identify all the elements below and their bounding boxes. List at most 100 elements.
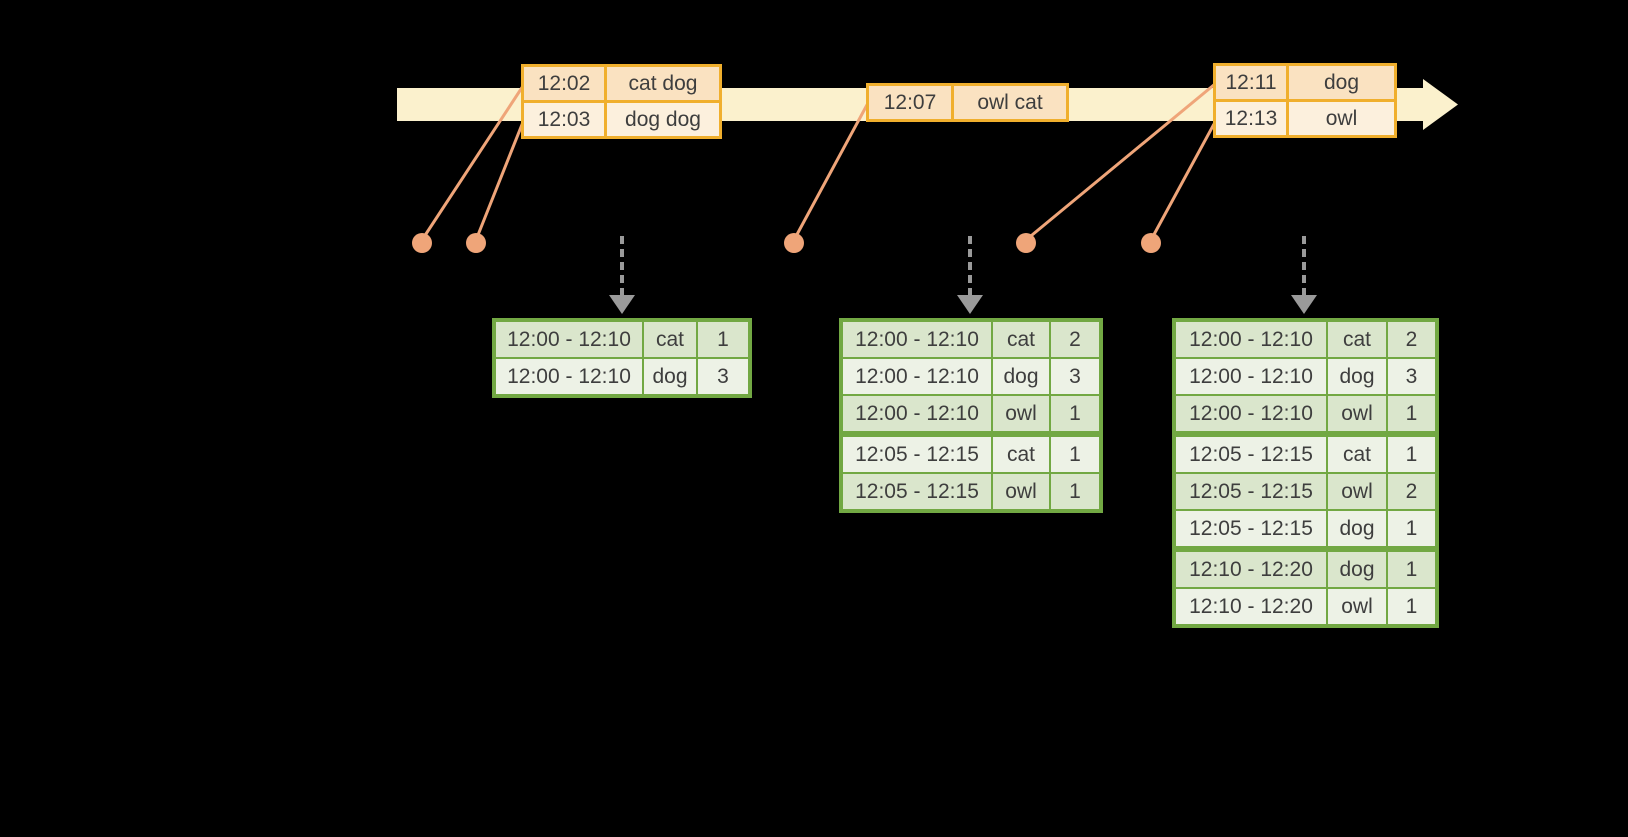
event-row: 12:13 owl	[1213, 99, 1397, 138]
event-connector-line	[474, 121, 525, 241]
event-row: 12:11 dog	[1213, 63, 1397, 102]
window-cell: 12:00 - 12:10	[840, 357, 993, 396]
count-cell: 1	[1386, 431, 1438, 474]
count-cell: 1	[1386, 546, 1438, 589]
word-cell: dog	[1326, 546, 1388, 589]
trigger-arrow-shaft	[1302, 236, 1306, 296]
count-cell: 1	[1386, 394, 1438, 435]
trigger-arrow-shaft	[968, 236, 972, 296]
event-time-cell: 12:07	[866, 83, 954, 122]
window-cell: 12:00 - 12:10	[493, 357, 644, 397]
word-cell: dog	[1326, 357, 1388, 396]
trigger-arrow-shaft	[620, 236, 624, 296]
window-cell: 12:00 - 12:10	[840, 394, 993, 435]
event-time-cell: 12:02	[521, 64, 607, 103]
event-connector-line	[420, 85, 525, 241]
event-dot	[1141, 233, 1161, 253]
event-table: 12:11 dog 12:13 owl	[1213, 63, 1397, 138]
result-row: 12:10 - 12:20 dog 1	[1173, 546, 1438, 589]
count-cell: 2	[1049, 319, 1102, 359]
event-time-cell: 12:03	[521, 100, 607, 139]
event-dot	[1016, 233, 1036, 253]
trigger-arrow-icon	[1290, 236, 1318, 314]
result-row: 12:05 - 12:15 owl 1	[840, 472, 1102, 512]
trigger-arrowhead-icon	[609, 295, 635, 314]
event-time-cell: 12:11	[1213, 63, 1289, 102]
word-cell: owl	[1326, 587, 1388, 627]
result-row: 12:00 - 12:10 dog 3	[1173, 357, 1438, 396]
window-cell: 12:00 - 12:10	[1173, 394, 1328, 435]
event-words-cell: dog dog	[604, 100, 722, 139]
result-row: 12:00 - 12:10 owl 1	[840, 394, 1102, 435]
window-cell: 12:10 - 12:20	[1173, 587, 1328, 627]
trigger-arrow-icon	[956, 236, 984, 314]
window-cell: 12:00 - 12:10	[1173, 319, 1328, 359]
count-cell: 3	[1386, 357, 1438, 396]
event-row: 12:02 cat dog	[521, 64, 722, 103]
event-table: 12:07 owl cat	[866, 83, 1069, 122]
window-cell: 12:05 - 12:15	[1173, 431, 1328, 474]
event-dots	[412, 233, 1161, 253]
result-row: 12:05 - 12:15 owl 2	[1173, 472, 1438, 511]
result-table: 12:00 - 12:10 cat 1 12:00 - 12:10 dog 3	[492, 318, 752, 398]
event-words-cell: dog	[1286, 63, 1397, 102]
event-time-cell: 12:13	[1213, 99, 1289, 138]
trigger-arrowhead-icon	[957, 295, 983, 314]
word-cell: owl	[991, 472, 1051, 512]
event-connector-lines	[420, 82, 1216, 242]
window-cell: 12:05 - 12:15	[840, 472, 993, 512]
word-cell: owl	[1326, 394, 1388, 435]
event-dot	[466, 233, 486, 253]
event-connector-line	[1149, 123, 1216, 241]
event-dot	[784, 233, 804, 253]
event-dot	[412, 233, 432, 253]
word-cell: cat	[642, 319, 698, 359]
count-cell: 2	[1386, 472, 1438, 511]
event-words-cell: cat dog	[604, 64, 722, 103]
result-row: 12:00 - 12:10 dog 3	[493, 357, 751, 397]
window-cell: 12:00 - 12:10	[493, 319, 644, 359]
event-row: 12:07 owl cat	[866, 83, 1069, 122]
word-cell: cat	[991, 431, 1051, 474]
window-cell: 12:00 - 12:10	[1173, 357, 1328, 396]
result-table: 12:00 - 12:10 cat 2 12:00 - 12:10 dog 3 …	[839, 318, 1103, 513]
event-connector-line	[792, 102, 870, 241]
count-cell: 1	[1049, 472, 1102, 512]
event-connector-line	[1025, 82, 1216, 242]
window-cell: 12:05 - 12:15	[840, 431, 993, 474]
word-cell: dog	[642, 357, 698, 397]
count-cell: 1	[1386, 509, 1438, 550]
trigger-arrowhead-icon	[1291, 295, 1317, 314]
window-cell: 12:05 - 12:15	[1173, 509, 1328, 550]
result-table: 12:00 - 12:10 cat 2 12:00 - 12:10 dog 3 …	[1172, 318, 1439, 628]
timeline-arrowhead-icon	[1423, 79, 1458, 130]
event-words-cell: owl	[1286, 99, 1397, 138]
window-cell: 12:00 - 12:10	[840, 319, 993, 359]
count-cell: 1	[1386, 587, 1438, 627]
result-row: 12:00 - 12:10 cat 2	[840, 319, 1102, 359]
word-cell: cat	[991, 319, 1051, 359]
count-cell: 2	[1386, 319, 1438, 359]
count-cell: 3	[1049, 357, 1102, 396]
result-row: 12:00 - 12:10 owl 1	[1173, 394, 1438, 435]
window-cell: 12:10 - 12:20	[1173, 546, 1328, 589]
count-cell: 1	[696, 319, 751, 359]
trigger-arrow-icon	[608, 236, 636, 314]
result-row: 12:10 - 12:20 owl 1	[1173, 587, 1438, 627]
word-cell: owl	[991, 394, 1051, 435]
result-row: 12:00 - 12:10 cat 2	[1173, 319, 1438, 359]
event-words-cell: owl cat	[951, 83, 1069, 122]
window-cell: 12:05 - 12:15	[1173, 472, 1328, 511]
result-row: 12:05 - 12:15 cat 1	[1173, 431, 1438, 474]
count-cell: 1	[1049, 431, 1102, 474]
event-row: 12:03 dog dog	[521, 100, 722, 139]
count-cell: 1	[1049, 394, 1102, 435]
result-row: 12:05 - 12:15 cat 1	[840, 431, 1102, 474]
word-cell: cat	[1326, 431, 1388, 474]
word-cell: cat	[1326, 319, 1388, 359]
result-row: 12:00 - 12:10 dog 3	[840, 357, 1102, 396]
result-row: 12:05 - 12:15 dog 1	[1173, 509, 1438, 550]
word-cell: dog	[1326, 509, 1388, 550]
result-row: 12:00 - 12:10 cat 1	[493, 319, 751, 359]
